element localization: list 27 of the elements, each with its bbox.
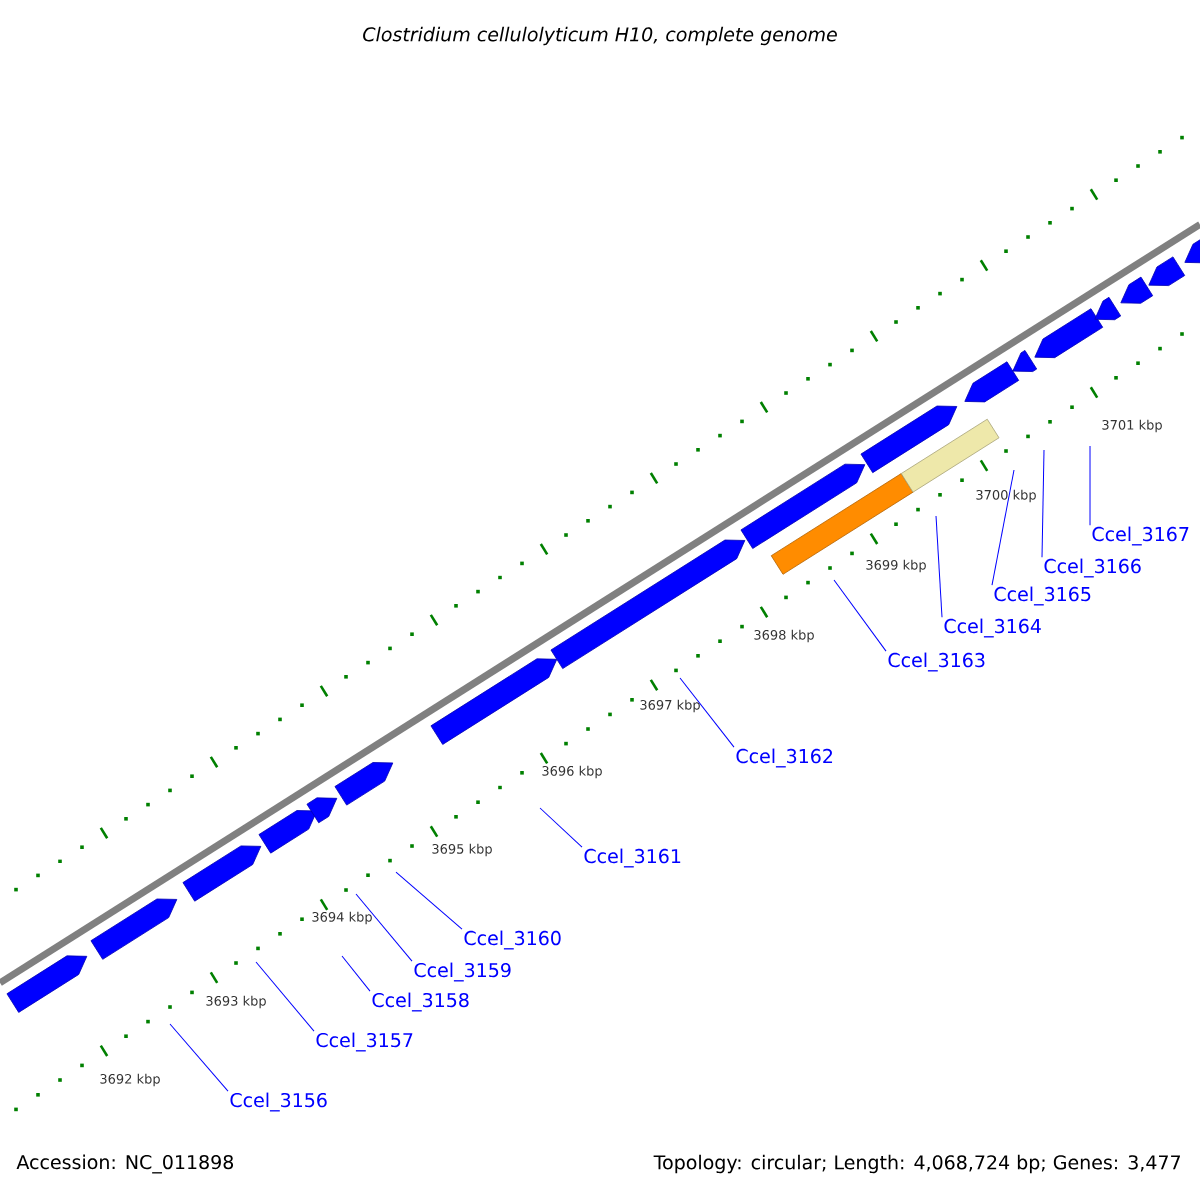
gene-label: Ccel_3164 — [944, 618, 1041, 638]
gene-label: Ccel_3166 — [1044, 558, 1141, 578]
gene-label: Ccel_3158 — [372, 992, 469, 1012]
leader-line — [355, 893, 413, 962]
gene-label: Ccel_3159 — [414, 962, 511, 982]
gene-label: Ccel_3162 — [736, 748, 833, 768]
title: Clostridium cellulolyticum H10, complete genome — [363, 26, 837, 46]
gene-label: Ccel_3167 — [1092, 526, 1189, 546]
gene-label: Ccel_3160 — [464, 930, 561, 950]
leader-line — [679, 677, 735, 748]
leader-line — [539, 807, 583, 848]
gene-label: Ccel_3165 — [994, 586, 1091, 606]
leader-line — [991, 469, 1015, 586]
gene-label: Ccel_3156 — [230, 1092, 327, 1112]
leader-line — [935, 515, 943, 618]
leader-line — [833, 579, 887, 652]
leader-line — [341, 955, 371, 992]
leader-line — [169, 1023, 229, 1092]
leader-line — [395, 871, 463, 930]
leader-line — [255, 961, 315, 1032]
gene-label: Ccel_3157 — [316, 1032, 413, 1052]
leader-line — [1089, 445, 1091, 526]
accession-text: Accession: NC_011898 — [16, 1154, 234, 1174]
gene-label: Ccel_3161 — [584, 848, 681, 868]
gene-label: Ccel_3163 — [888, 652, 985, 672]
leader-line — [1041, 449, 1045, 558]
genome-info-text: Topology: circular; Length: 4,068,724 bp; Genes: 3,477 — [653, 1154, 1180, 1174]
